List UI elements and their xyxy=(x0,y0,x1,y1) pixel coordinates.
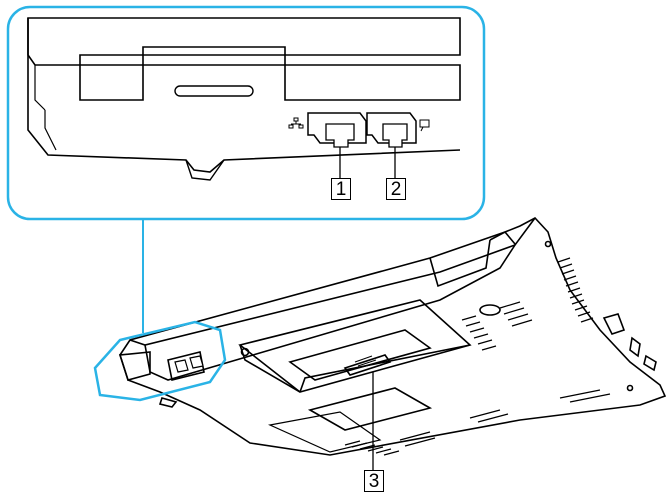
network-port xyxy=(307,112,367,148)
callout-3: 3 xyxy=(364,470,384,492)
phone-line-icon xyxy=(419,119,430,132)
modem-port xyxy=(366,112,417,148)
laptop-body xyxy=(118,217,667,456)
network-icon xyxy=(288,117,304,129)
callout-1: 1 xyxy=(331,178,351,200)
callout-2: 2 xyxy=(386,178,406,200)
zoom-inset xyxy=(6,5,486,221)
port-highlight xyxy=(93,320,227,402)
vent-grilles xyxy=(344,257,611,456)
